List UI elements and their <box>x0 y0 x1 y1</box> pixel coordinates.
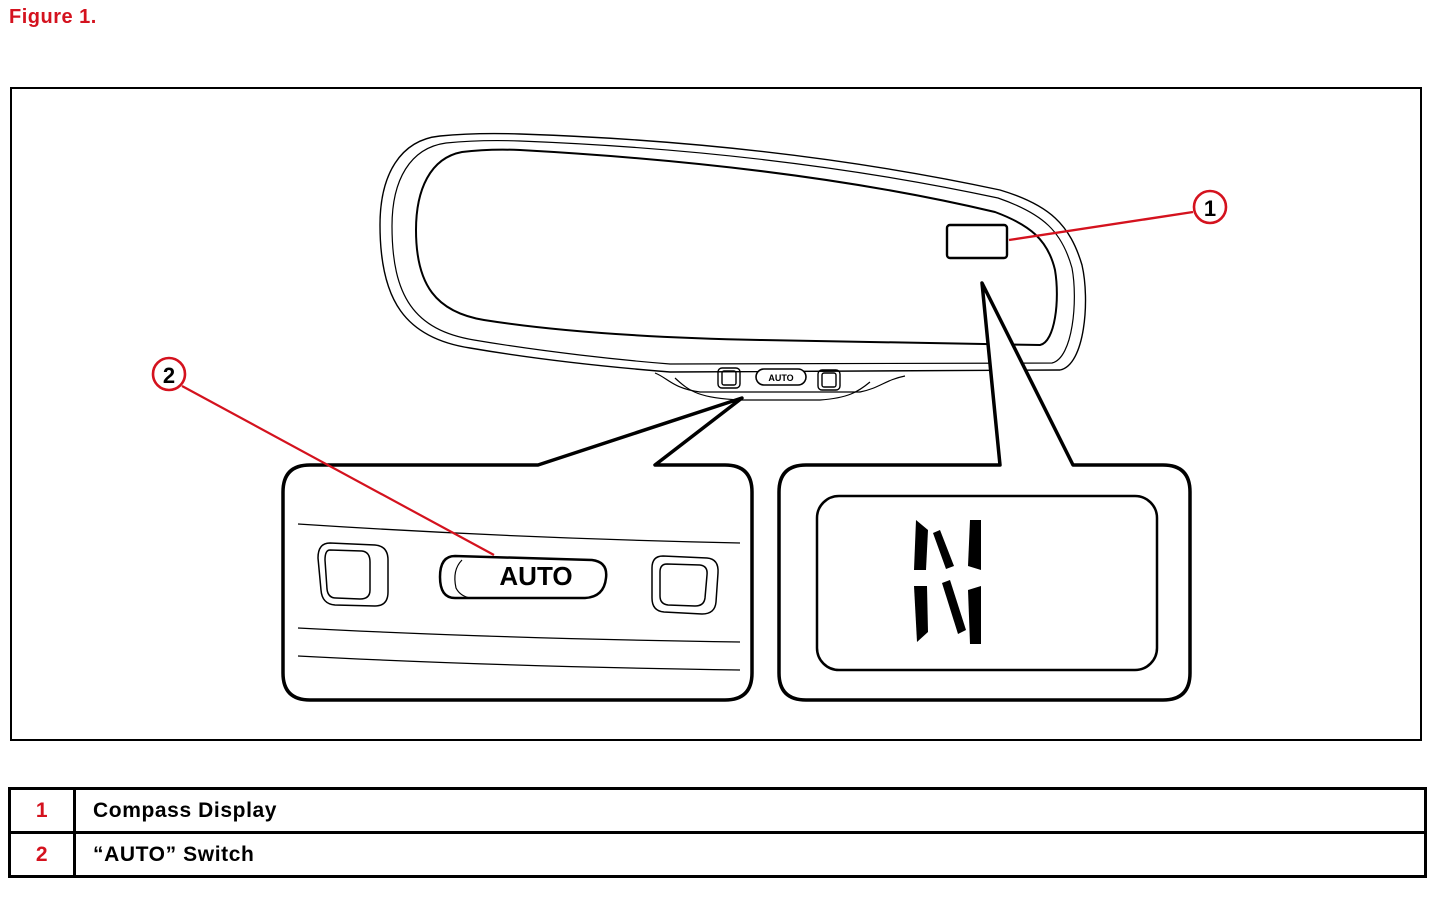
compass-heading-segments <box>914 520 981 644</box>
mirror-auto-switch[interactable]: AUTO <box>755 368 807 386</box>
legend-row: 1 Compass Display <box>8 787 1427 834</box>
mirror-housing <box>379 132 1087 401</box>
zoom-right-button[interactable] <box>651 555 719 615</box>
diagram-frame <box>10 87 1422 741</box>
mirror-right-button[interactable] <box>817 369 841 391</box>
mirror-auto-label: AUTO <box>768 373 793 383</box>
switch-zoom-bubble <box>281 396 754 702</box>
zoom-left-button[interactable] <box>317 542 389 607</box>
callout-2: 2 <box>151 356 495 556</box>
figure-title: Figure 1. <box>9 6 97 28</box>
callout-2-number: 2 <box>163 363 175 388</box>
callout-1: 1 <box>1008 189 1228 242</box>
legend-number: 2 <box>8 831 76 878</box>
zoom-auto-label: AUTO <box>499 561 572 591</box>
legend-description: Compass Display <box>73 787 1427 834</box>
zoom-auto-switch[interactable]: AUTO <box>438 554 608 600</box>
legend-description: “AUTO” Switch <box>73 831 1427 878</box>
compass-display <box>945 223 1009 260</box>
switch-zoom-panel-lines <box>297 523 741 671</box>
callout-1-number: 1 <box>1204 196 1216 221</box>
legend-number: 1 <box>8 787 76 834</box>
legend-row: 2 “AUTO” Switch <box>8 831 1427 878</box>
compass-zoom-display <box>815 494 1159 672</box>
legend-table: 1 Compass Display 2 “AUTO” Switch <box>8 787 1427 878</box>
mirror-left-button[interactable] <box>717 367 741 389</box>
